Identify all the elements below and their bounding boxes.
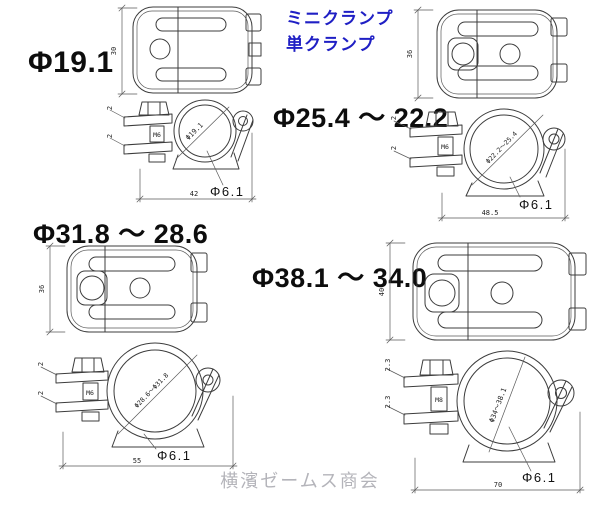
clamp-38-plate-thickness-top: 2.3 [384,359,392,372]
clamp-38-top-height-label: 40 [378,288,386,296]
clamp-38-side-view: 2.3 2.3 M8 Φ34～38.1 Φ6.1 70 [384,350,585,494]
clamp-38-hole-diameter-label: Φ6.1 [522,470,556,485]
clamp-38-heading: Φ38.1 ～ 34.0 [252,263,428,293]
clamp-25-plate-thickness-top: 2 [390,116,398,120]
clamp-25-hole-diameter-label: Φ6.1 [519,197,553,212]
clamp-38-plate-thickness-bottom: 2.3 [384,396,392,409]
clamp-31-bolt-size-label: M6 [86,389,94,397]
product-title-line2: 単クランプ [286,35,376,54]
clamp-38-diameter-range-label: Φ34～38.1 [488,387,509,424]
footer-company-name: 横濱ゼームス商会 [220,471,380,491]
clamp-19-top-height-label: 30 [110,47,118,55]
clamp-31-side-width-label: 55 [133,457,141,465]
clamp-25-diameter-range-label: Φ22.2～25.4 [484,130,519,166]
product-title-line1: ミニクランプ [286,9,394,28]
clamp-31-plate-thickness-top: 2 [37,362,45,366]
clamp-31-top-height-label: 36 [38,285,46,293]
clamp-25-side-view-drawing [393,108,570,222]
clamp-38-bolt-size-label: M8 [435,396,443,404]
clamp-31-side-view: 2 2 M6 Φ28.6～Φ31.8 Φ6.1 55 [37,342,238,470]
clamp-19-plate-thickness-top: 2 [106,106,114,110]
clamp-19-top-view-drawing [117,4,262,98]
clamp-38-side-width-label: 70 [494,481,502,489]
clamp-19-diameter-range-label: Φ19.1 [184,121,205,142]
clamp-31-heading: Φ31.8 ～ 28.6 [33,219,209,249]
clamp-25-top-view: 36 [406,6,568,102]
clamp-19-side-width-label: 42 [190,190,198,198]
clamp-31-diameter-range-label: Φ28.6～Φ31.8 [133,371,171,409]
clamp-25-bolt-size-label: M6 [441,143,449,151]
clamp-19-top-view: 30 [110,4,262,98]
clamp-19-bolt-size-label: M6 [153,131,161,139]
clamp-25-side-view: 2 2 M6 Φ22.2～25.4 Φ6.1 48.5 [390,108,570,222]
clamp-38-top-view-drawing [385,239,587,344]
clamp-19-hole-diameter-label: Φ6.1 [210,184,244,199]
clamp-31-top-view-drawing [45,242,208,336]
clamp-25-side-width-label: 48.5 [482,209,499,217]
clamp-38-side-view-drawing [386,350,585,494]
clamp-25-top-height-label: 36 [406,50,414,58]
clamp-25-top-view-drawing [413,6,568,102]
clamp-19-side-view: 2 2 M6 Φ19.1 Φ6.1 42 [106,99,257,203]
clamp-31-side-view-drawing [40,342,238,470]
clamp-31-plate-thickness-bottom: 2 [37,391,45,395]
clamp-25-plate-thickness-bottom: 2 [390,146,398,150]
clamp-19-heading: Φ19.1 [28,46,114,79]
clamp-31-top-view: 36 [38,242,208,336]
clamp-38-top-view: 40 [378,239,587,344]
product-title: ミニクランプ 単クランプ [286,6,394,58]
clamp-19-side-view-drawing [109,99,257,203]
clamp-31-hole-diameter-label: Φ6.1 [157,448,191,463]
clamp-19-plate-thickness-bottom: 2 [106,134,114,138]
